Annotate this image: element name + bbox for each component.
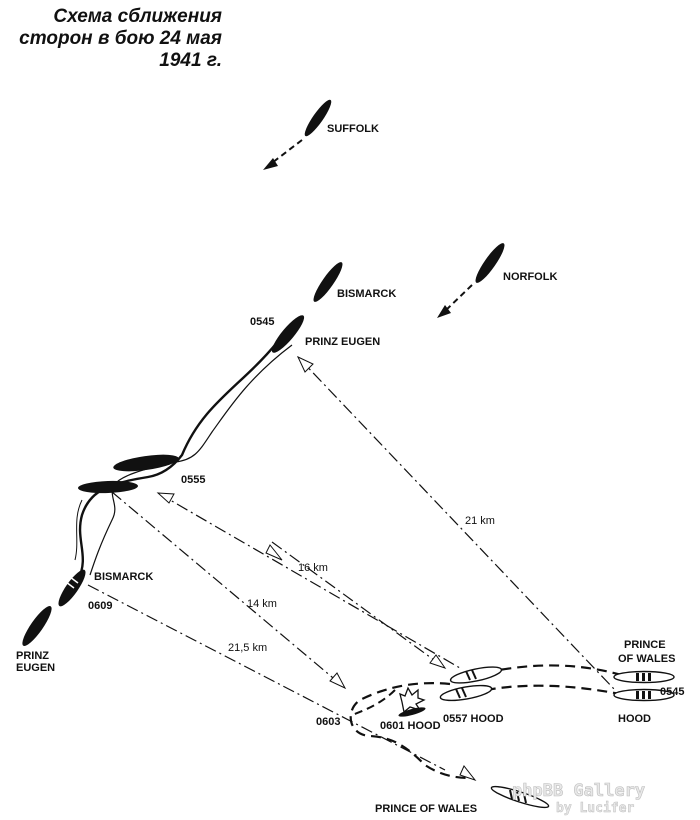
- bismarck-0555-ship: [113, 454, 179, 472]
- suffolk-ship: [263, 99, 332, 170]
- label-bismarck-0609: BISMARCK: [94, 571, 153, 583]
- map-title: Схема сближения сторон в бою 24 мая 1941…: [0, 6, 222, 72]
- fire-line-21km: [297, 356, 616, 691]
- hood-explosion-icon: [398, 686, 426, 717]
- label-time-0609: 0609: [88, 600, 112, 612]
- bismarck-0609-ship: [58, 569, 86, 607]
- label-prince-of-wales-0545-line1: PRINCE: [624, 639, 666, 651]
- prinz-eugen-0555-ship: [78, 480, 138, 494]
- arrowhead-215km: [459, 765, 477, 782]
- prinz-eugen-0545-ship: [271, 315, 305, 353]
- label-distance-21km: 21 km: [465, 515, 495, 527]
- label-distance-16km: 16 km: [298, 562, 328, 574]
- label-prinz-eugen-0609-line2: EUGEN: [16, 662, 55, 674]
- title-line-3: 1941 г.: [159, 50, 222, 71]
- prinz-eugen-0609-ship: [22, 606, 52, 646]
- prince-of-wales-0557-ship: [449, 666, 503, 684]
- title-line-2: сторон в бою 24 мая: [19, 28, 222, 49]
- prinz-eugen-track: [89, 344, 293, 576]
- label-distance-14km: 14 km: [247, 598, 277, 610]
- fire-line-pow: [271, 541, 446, 669]
- label-distance-215km: 21,5 km: [228, 642, 267, 654]
- prince-of-wales-end-ship: [490, 785, 550, 809]
- arrowhead-16km-east: [265, 544, 283, 561]
- arrowhead-16km: [156, 492, 175, 504]
- label-prinz-eugen-0545: PRINZ EUGEN: [305, 336, 380, 348]
- hood-0557-ship: [439, 684, 493, 702]
- hood-turn-track: [351, 689, 396, 716]
- german-track-west: [74, 499, 83, 561]
- title-line-1: Схема сближения: [53, 6, 222, 27]
- fire-line-14km: [111, 491, 346, 689]
- label-hood-0545: HOOD: [618, 713, 651, 725]
- fire-line-215km: [87, 584, 446, 771]
- prince-of-wales-0545-ship: [613, 670, 675, 684]
- label-time-0545-british: 0545: [660, 686, 684, 698]
- watermark-line-2: by Lucifer: [556, 801, 634, 816]
- label-hood-0601: 0601 HOOD: [380, 720, 441, 732]
- british-track-west: [349, 682, 471, 780]
- arrowhead-pow: [429, 654, 447, 669]
- label-time-0545-german: 0545: [250, 316, 274, 328]
- watermark-line-1: phpBB Gallery: [512, 781, 645, 801]
- label-bismarck-0545: BISMARCK: [337, 288, 396, 300]
- hood-track: [469, 684, 626, 697]
- bismarck-track: [76, 334, 284, 581]
- hood-0545-ship: [613, 688, 675, 702]
- label-prince-of-wales-end: PRINCE OF WALES: [375, 803, 477, 815]
- arrowhead-14km: [329, 672, 347, 690]
- label-prinz-eugen-0609-line1: PRINZ: [16, 650, 49, 662]
- norfolk-ship: [437, 243, 505, 318]
- label-hood-0557: 0557 HOOD: [443, 713, 504, 725]
- fire-line-16km: [157, 492, 461, 669]
- bismarck-0545-ship: [313, 262, 343, 302]
- label-suffolk: SUFFOLK: [327, 123, 379, 135]
- label-prince-of-wales-0545-line2: OF WALES: [618, 653, 675, 665]
- label-time-0603: 0603: [316, 716, 340, 728]
- arrowhead-21km: [296, 355, 314, 373]
- label-time-0555: 0555: [181, 474, 205, 486]
- label-norfolk: NORFOLK: [503, 271, 557, 283]
